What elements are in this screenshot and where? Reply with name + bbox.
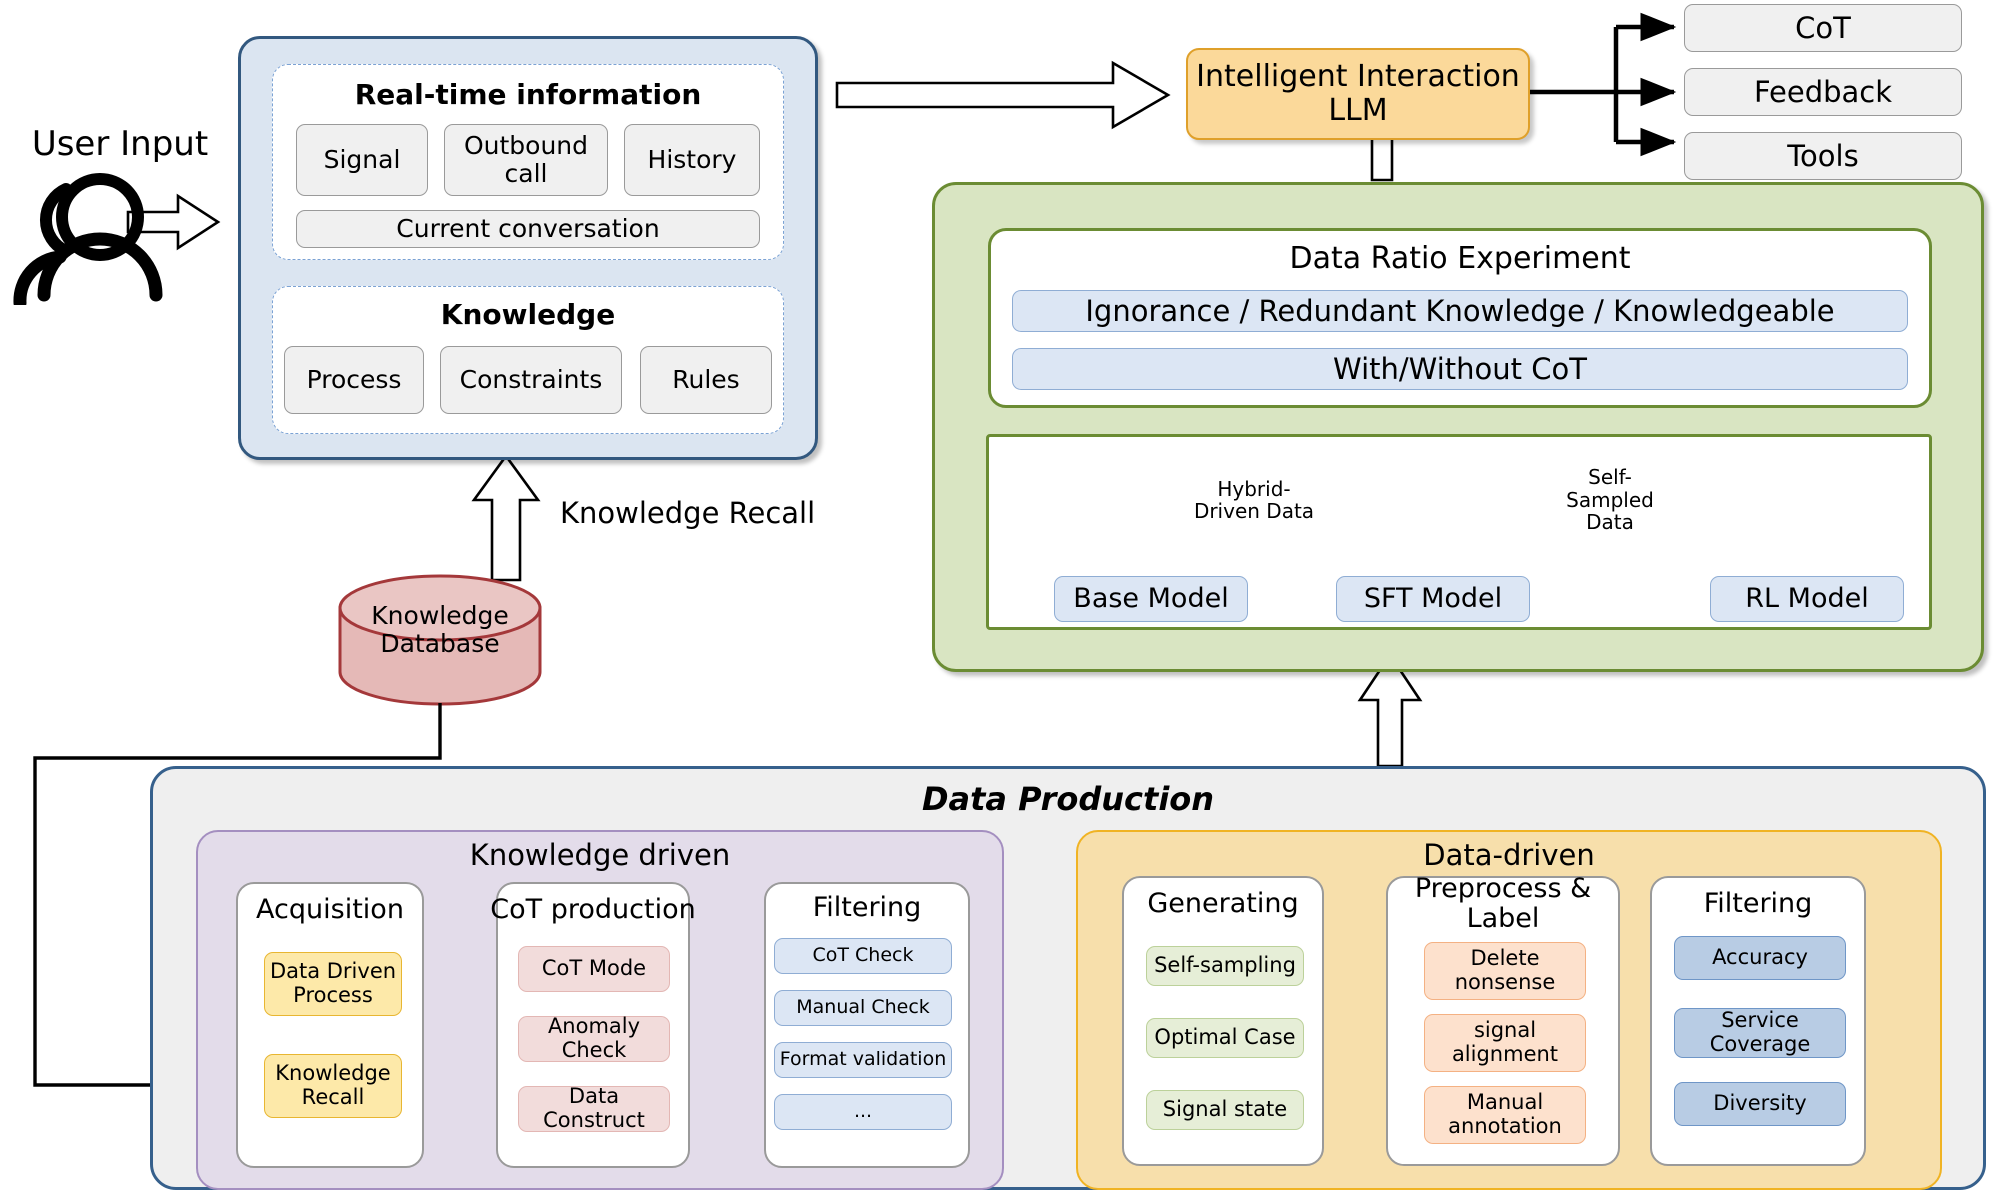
experiment-bar-ignorance[interactable]: Ignorance / Redundant Knowledge / Knowle… <box>1012 290 1908 332</box>
dd-generating-item-2[interactable]: Signal state <box>1146 1090 1304 1130</box>
dd-filtering-item-2[interactable]: Diversity <box>1674 1082 1846 1126</box>
data-ratio-experiment-title: Data Ratio Experiment <box>1289 241 1631 277</box>
arrow-kb-to-context <box>471 453 541 582</box>
chip-constraints[interactable]: Constraints <box>440 346 622 414</box>
kd-cot-item-0[interactable]: CoT Mode <box>518 946 670 992</box>
kd-filtering-item-2[interactable]: Format validation <box>774 1042 952 1078</box>
knowledge-recall-label: Knowledge Recall <box>560 496 816 530</box>
chip-process[interactable]: Process <box>284 346 424 414</box>
knowledge-database-label: Knowledge Database <box>371 601 509 658</box>
user-people-icon <box>8 165 178 310</box>
arrow-context-to-llm <box>835 60 1171 130</box>
kd-acquisition-item-1[interactable]: Knowledge Recall <box>264 1054 402 1118</box>
dd-filtering-item-0[interactable]: Accuracy <box>1674 936 1846 980</box>
kd-cot-production-title: CoT production <box>490 893 696 925</box>
chip-signal[interactable]: Signal <box>296 124 428 196</box>
dd-filtering-item-1[interactable]: Service Coverage <box>1674 1008 1846 1058</box>
data-production-title: Data Production <box>921 780 1215 819</box>
llm-label-line1: Intelligent Interaction <box>1196 59 1520 95</box>
kd-filtering-item-0[interactable]: CoT Check <box>774 938 952 974</box>
kd-cot-item-1[interactable]: Anomaly Check <box>518 1015 670 1062</box>
output-tools[interactable]: Tools <box>1684 132 1962 180</box>
chip-rules[interactable]: Rules <box>640 346 772 414</box>
model-base[interactable]: Base Model <box>1054 576 1248 622</box>
chip-outbound-call[interactable]: Outbound call <box>444 124 608 196</box>
chip-history[interactable]: History <box>624 124 760 196</box>
kd-acquisition-item-0[interactable]: Data Driven Process <box>264 952 402 1016</box>
llm-label-line2: LLM <box>1328 93 1388 128</box>
knowledge-driven-title: Knowledge driven <box>469 837 731 872</box>
data-driven-title: Data-driven <box>1423 837 1595 872</box>
kd-acquisition-title: Acquisition <box>256 893 404 925</box>
page-title-user-input: User Input <box>31 123 209 164</box>
kd-filtering-title: Filtering <box>812 891 922 923</box>
dd-generating-title: Generating <box>1147 887 1299 919</box>
intelligent-interaction-llm-box[interactable]: Intelligent Interaction LLM <box>1186 48 1530 140</box>
dd-preprocess-item-1[interactable]: signal alignment <box>1424 1014 1586 1072</box>
dd-filtering-title: Filtering <box>1703 887 1813 919</box>
kd-cot-item-2[interactable]: Data Construct <box>518 1085 670 1132</box>
dd-generating-item-0[interactable]: Self-sampling <box>1146 946 1304 986</box>
kd-filtering-item-3[interactable]: ... <box>774 1094 952 1130</box>
dd-preprocess-title: Preprocess & Label <box>1414 872 1592 934</box>
arrow-llm-to-outputs <box>1530 12 1677 157</box>
output-feedback[interactable]: Feedback <box>1684 68 1962 116</box>
dd-preprocess-item-2[interactable]: Manual annotation <box>1424 1086 1586 1144</box>
kd-filtering-item-1[interactable]: Manual Check <box>774 990 952 1026</box>
chip-current-conversation[interactable]: Current conversation <box>296 210 760 248</box>
model-sft[interactable]: SFT Model <box>1336 576 1530 622</box>
knowledge-section-title: Knowledge <box>440 298 616 332</box>
experiment-bar-cot[interactable]: With/Without CoT <box>1012 348 1908 390</box>
kd-column-acquisition <box>236 882 424 1168</box>
hybrid-driven-data-label: Hybrid-Driven Data <box>1193 476 1315 523</box>
self-sampled-data-label: Self-Sampled Data <box>1566 466 1654 533</box>
model-rl[interactable]: RL Model <box>1710 576 1904 622</box>
output-cot[interactable]: CoT <box>1684 4 1962 52</box>
dd-preprocess-item-0[interactable]: Delete nonsense <box>1424 942 1586 1000</box>
dd-generating-item-1[interactable]: Optimal Case <box>1146 1018 1304 1058</box>
realtime-information-title: Real-time information <box>354 78 702 112</box>
